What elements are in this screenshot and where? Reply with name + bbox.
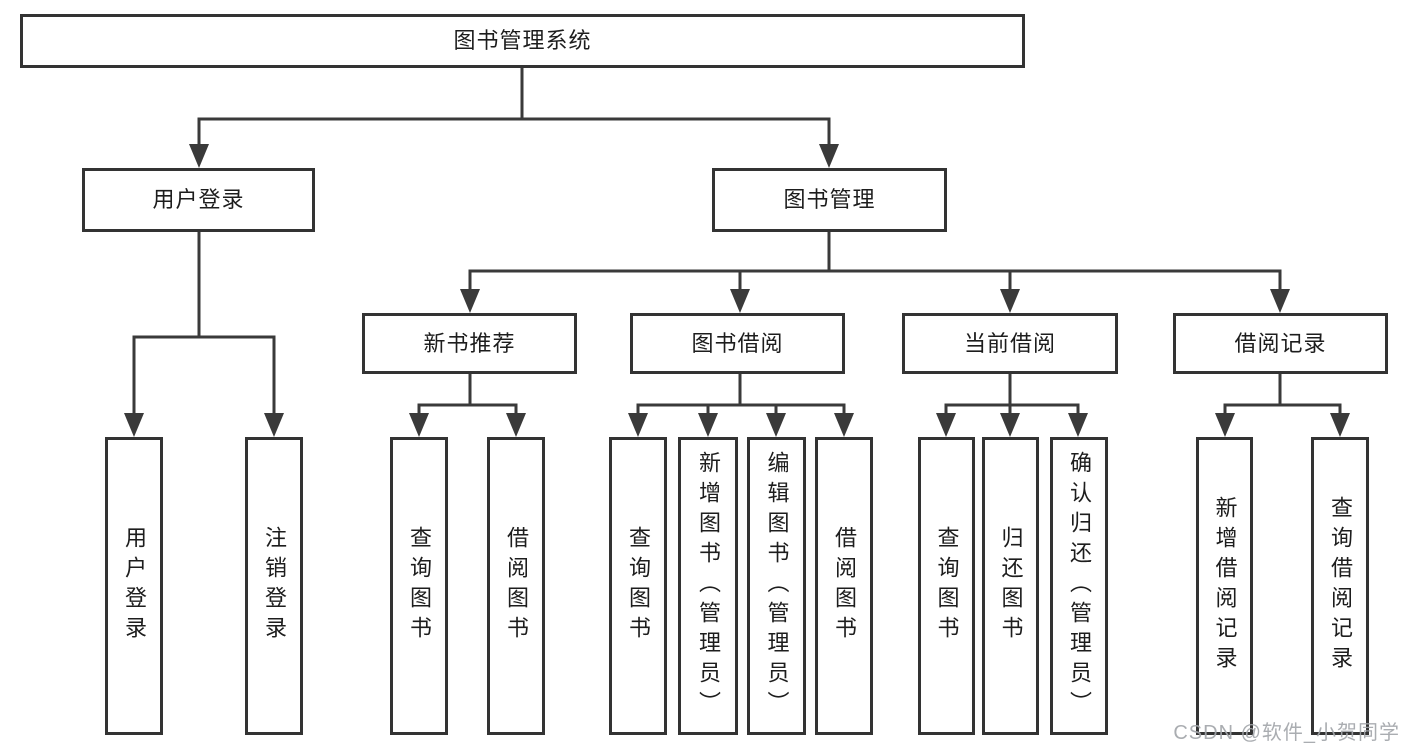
leaf-edit-books-admin-label: 编辑图书（管理员） [764,451,790,721]
leaf-query-borrow-record: 查询借阅记录 [1311,437,1369,735]
node-book-management: 图书管理 [712,168,947,232]
leaf-return-books: 归还图书 [982,437,1039,735]
leaf-borrow-books-borrowing-label: 借阅图书 [832,526,857,646]
node-user-login-label: 用户登录 [152,187,245,212]
leaf-query-books-borrowing-label: 查询图书 [626,526,651,646]
node-borrowing-records-label: 借阅记录 [1234,330,1327,356]
leaf-confirm-return-admin: 确认归还（管理员） [1050,437,1108,735]
node-current-borrowing: 当前借阅 [902,313,1118,374]
arrowhead-icons [124,144,1350,437]
leaf-query-books-borrowing: 查询图书 [609,437,667,735]
node-library-system: 图书管理系统 [20,14,1025,68]
leaf-borrow-books-borrowing: 借阅图书 [815,437,873,735]
leaf-add-books-admin-label: 新增图书（管理员） [696,451,721,721]
leaf-query-books-current: 查询图书 [918,437,975,735]
node-library-system-label: 图书管理系统 [453,28,592,53]
node-new-book-recommend: 新书推荐 [362,313,577,374]
node-book-management-label: 图书管理 [783,187,876,212]
leaf-confirm-return-admin-label: 确认归还（管理员） [1067,451,1092,721]
leaf-add-books-admin: 新增图书（管理员） [678,437,738,735]
node-book-borrowing-label: 图书借阅 [691,330,784,356]
leaf-borrow-books-recommend-label: 借阅图书 [504,526,529,646]
node-new-book-recommend-label: 新书推荐 [423,330,516,356]
leaf-edit-books-admin: 编辑图书（管理员） [747,437,806,735]
leaf-query-books-recommend: 查询图书 [390,437,448,735]
node-borrowing-records: 借阅记录 [1173,313,1388,374]
leaf-logout: 注销登录 [245,437,303,735]
leaf-borrow-books-recommend: 借阅图书 [487,437,545,735]
leaf-add-borrow-record: 新增借阅记录 [1196,437,1253,735]
leaf-add-borrow-record-label: 新增借阅记录 [1212,496,1238,676]
node-book-borrowing: 图书借阅 [630,313,845,374]
csdn-watermark: CSDN @软件_小贺同学 [1173,722,1400,744]
node-current-borrowing-label: 当前借阅 [963,330,1056,356]
leaf-user-login: 用户登录 [105,437,163,735]
leaf-user-login-label: 用户登录 [122,526,147,646]
leaf-query-borrow-record-label: 查询借阅记录 [1328,496,1353,676]
leaf-logout-label: 注销登录 [262,526,287,646]
node-user-login: 用户登录 [82,168,315,232]
connector-lines [132,68,1342,415]
leaf-query-books-recommend-label: 查询图书 [407,526,432,646]
leaf-query-books-current-label: 查询图书 [934,526,960,646]
leaf-return-books-label: 归还图书 [998,526,1024,646]
